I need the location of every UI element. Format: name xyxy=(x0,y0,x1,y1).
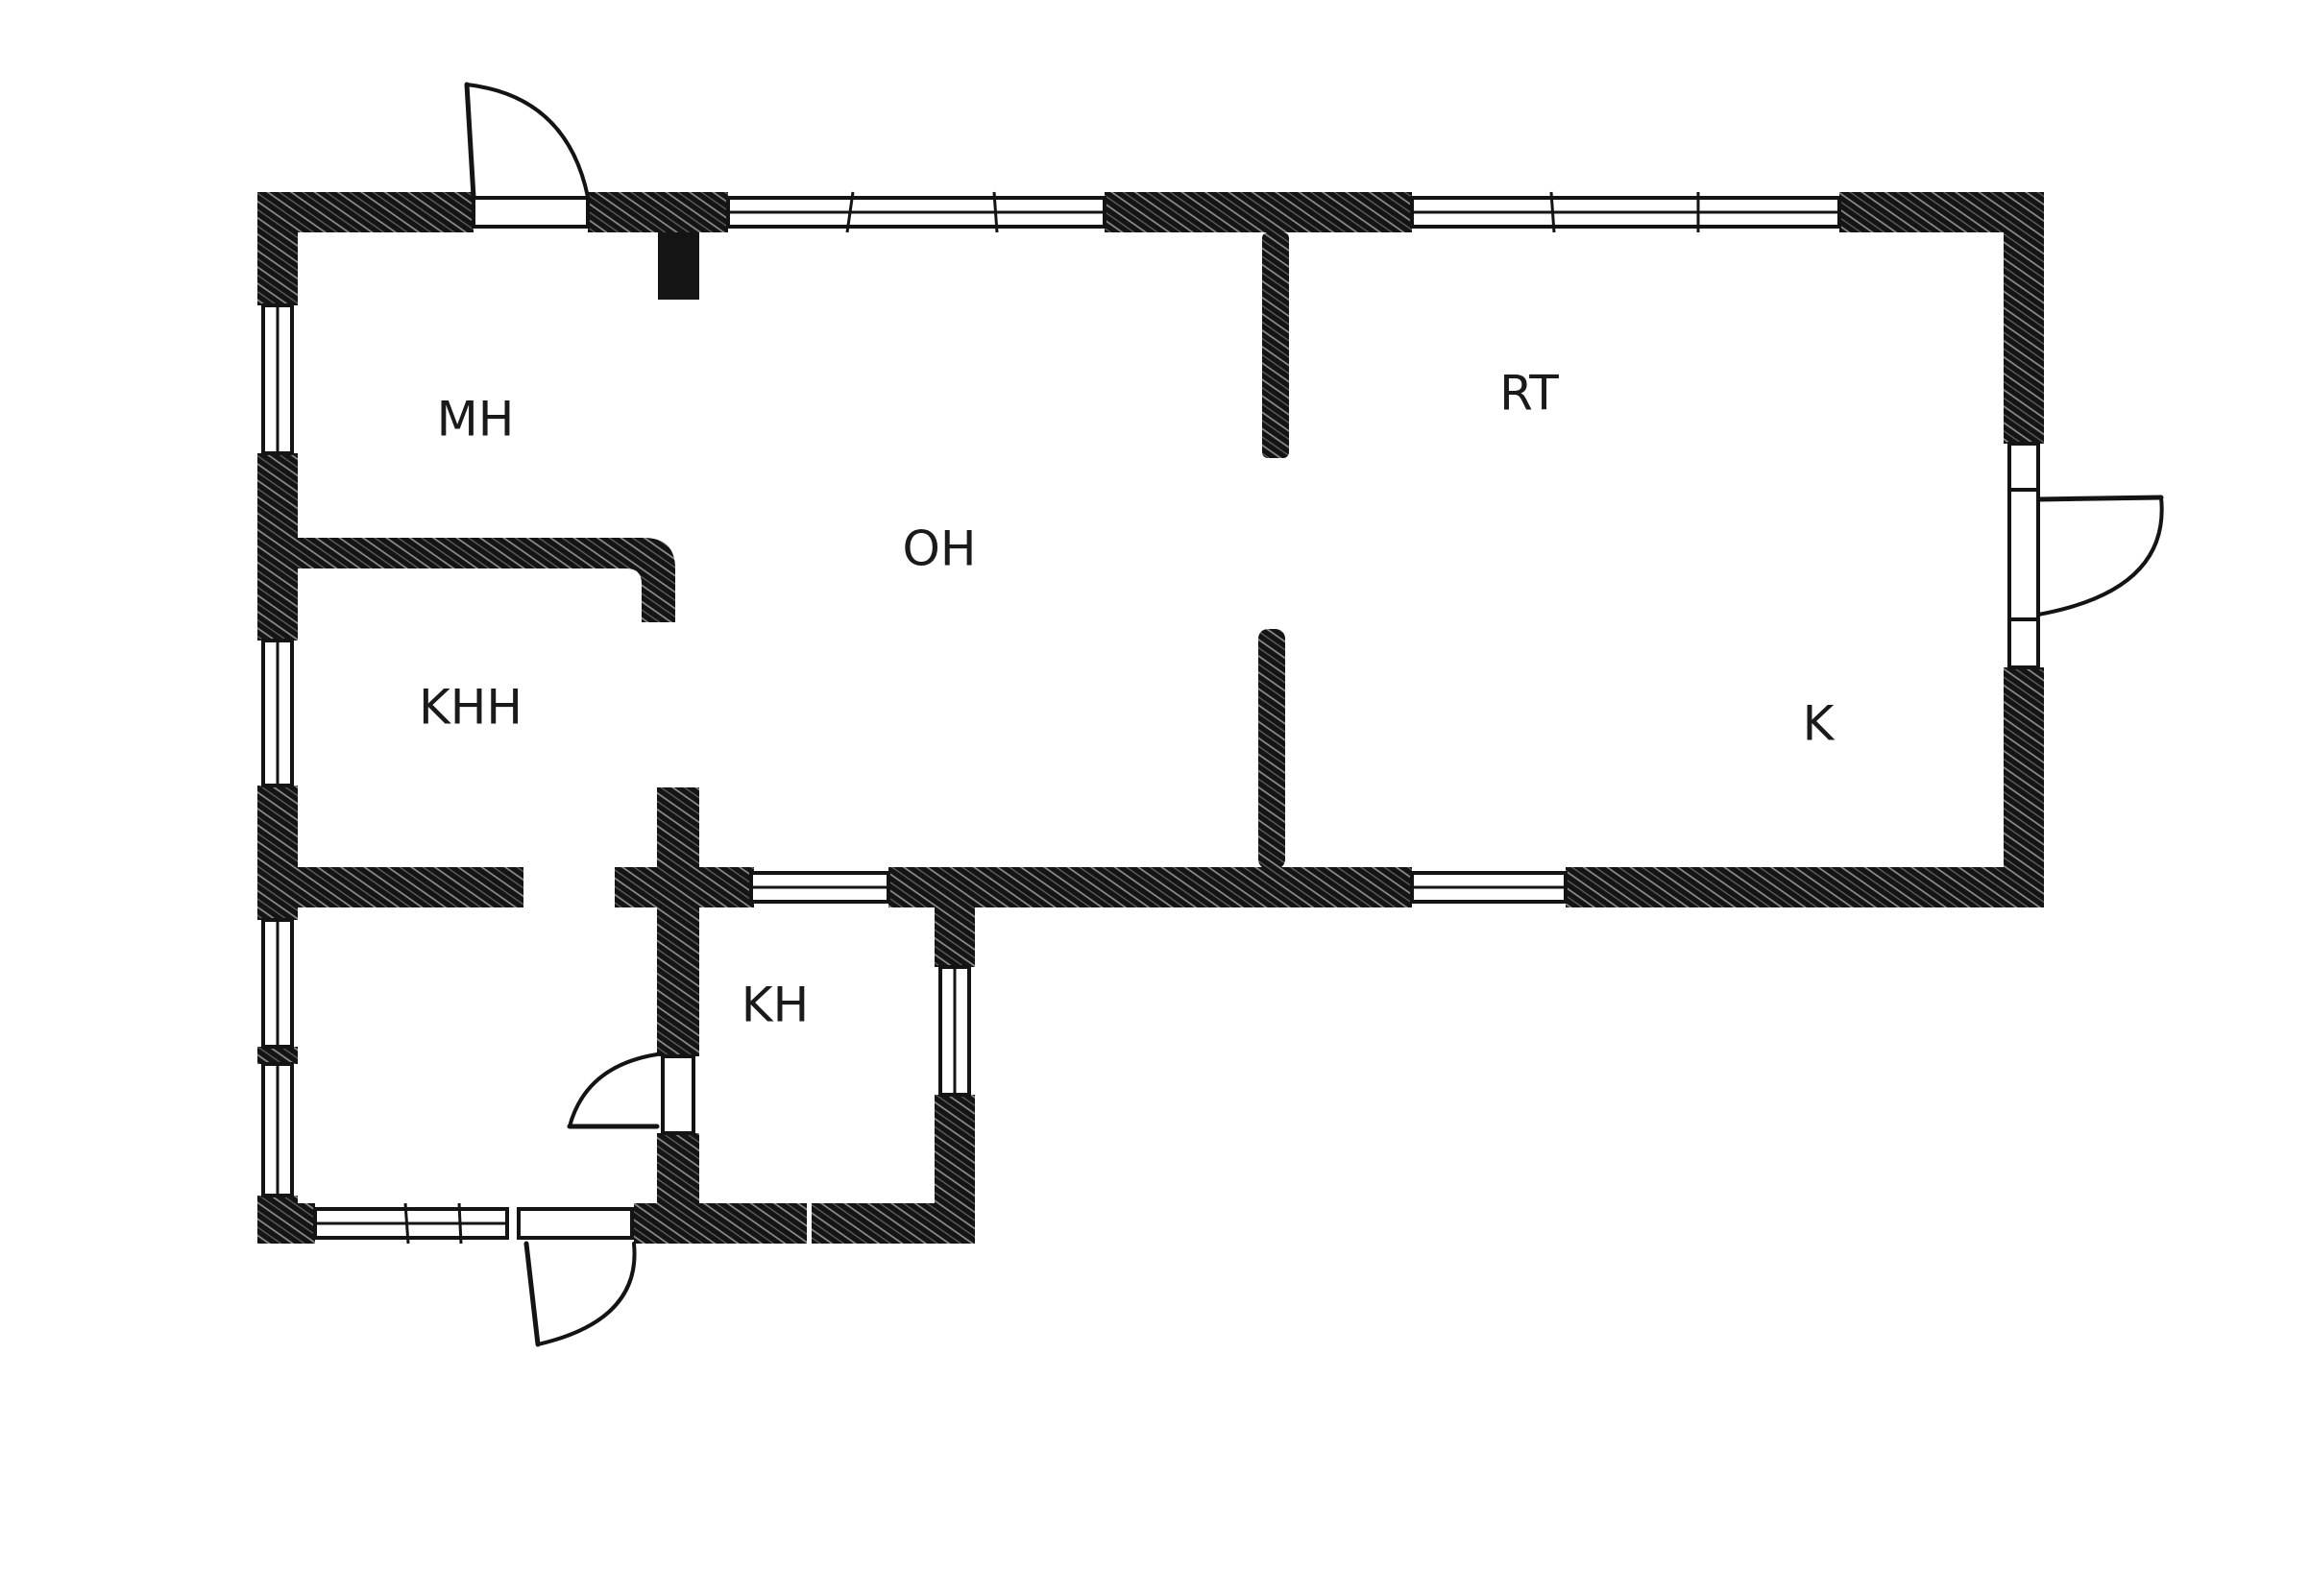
wall-left-small xyxy=(257,1047,298,1064)
room-label-kh: KH xyxy=(742,978,809,1033)
doors xyxy=(464,82,2164,1347)
wall-partition-rt-upper xyxy=(1262,232,1289,458)
wall-stub-top xyxy=(658,232,699,300)
wall-top-seg2 xyxy=(588,192,728,232)
window-kh-left xyxy=(661,1054,695,1135)
wall-partition-rt-lower xyxy=(1258,629,1285,869)
interior-walls xyxy=(298,232,1289,1244)
door-right xyxy=(2007,488,2164,621)
wall-kh-left-bottom xyxy=(657,1133,699,1244)
windows xyxy=(261,191,2040,1245)
wall-bottom-seg3 xyxy=(1566,867,2044,907)
room-label-khh: KHH xyxy=(419,680,523,736)
wall-top-mid xyxy=(1105,192,1412,232)
wall-right-upper xyxy=(2004,192,2044,444)
wall-left-mid1 xyxy=(257,453,298,641)
wall-left-mid2 xyxy=(257,786,298,920)
door-bottom xyxy=(517,1207,637,1347)
window-right-lower xyxy=(2007,617,2040,669)
wall-khh-bottom xyxy=(298,867,523,907)
wall-wing-right-bottom xyxy=(935,1095,975,1244)
exterior-walls xyxy=(257,192,2044,1244)
room-labels: MH OH RT KHH K KH xyxy=(419,366,1836,1033)
wall-bottom-seg2 xyxy=(888,867,1412,907)
door-top xyxy=(464,82,590,200)
wall-wing-right-top xyxy=(935,907,975,967)
wall-wing-bottom-left xyxy=(257,1203,315,1244)
wall-mh-khh xyxy=(298,538,675,622)
window-top-door-opening xyxy=(472,196,590,229)
window-right-upper xyxy=(2007,442,2040,492)
room-label-k: K xyxy=(1803,696,1836,752)
wall-left-top xyxy=(257,192,298,305)
wall-kh-left-top xyxy=(657,787,699,1056)
room-label-mh: MH xyxy=(437,392,515,447)
door-kh xyxy=(567,1052,660,1129)
room-label-oh: OH xyxy=(903,521,977,577)
room-label-rt: RT xyxy=(1499,366,1559,422)
